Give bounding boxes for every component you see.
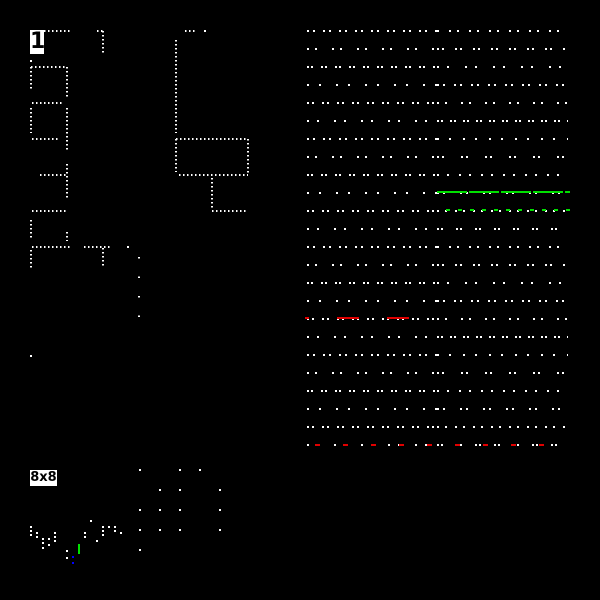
grid-dot <box>179 469 181 471</box>
dot <box>90 520 92 522</box>
grid-dot <box>139 529 141 531</box>
goal-marker-blue <box>72 556 74 558</box>
dot <box>127 246 129 248</box>
level-number-badge: 1 <box>30 29 46 54</box>
grid-dot <box>159 489 161 491</box>
dot <box>42 547 44 549</box>
dot <box>54 532 56 534</box>
grid-dot <box>139 509 141 511</box>
dot <box>36 536 38 538</box>
grid-dot <box>199 469 201 471</box>
dot <box>36 532 38 534</box>
dot <box>30 534 32 536</box>
grid-dot <box>219 509 221 511</box>
dot <box>102 534 104 536</box>
dot <box>114 526 116 528</box>
dot <box>42 542 44 544</box>
dot <box>108 526 110 528</box>
grid-dot <box>219 529 221 531</box>
grid-dot <box>179 529 181 531</box>
dot <box>30 355 32 357</box>
dot <box>54 540 56 542</box>
dot <box>84 532 86 534</box>
dot <box>84 536 86 538</box>
grid-dot <box>139 469 141 471</box>
dot <box>102 526 104 528</box>
dot <box>30 526 32 528</box>
dot <box>96 540 98 542</box>
dot <box>48 544 50 546</box>
grid-dot <box>159 509 161 511</box>
dot <box>66 550 68 552</box>
dot <box>102 530 104 532</box>
dot <box>30 60 32 62</box>
dot <box>120 532 122 534</box>
dot <box>30 530 32 532</box>
grid-dot <box>179 489 181 491</box>
dot <box>204 30 206 32</box>
dot <box>42 538 44 540</box>
dot <box>114 530 116 532</box>
grid-dot <box>159 529 161 531</box>
dot <box>48 538 50 540</box>
goal-marker-blue <box>72 562 74 564</box>
grid-dot <box>219 489 221 491</box>
grid-dot <box>139 549 141 551</box>
dot <box>66 557 68 559</box>
grid-dot <box>179 509 181 511</box>
grid-size-badge: 8x8 <box>30 470 57 486</box>
dot <box>54 536 56 538</box>
